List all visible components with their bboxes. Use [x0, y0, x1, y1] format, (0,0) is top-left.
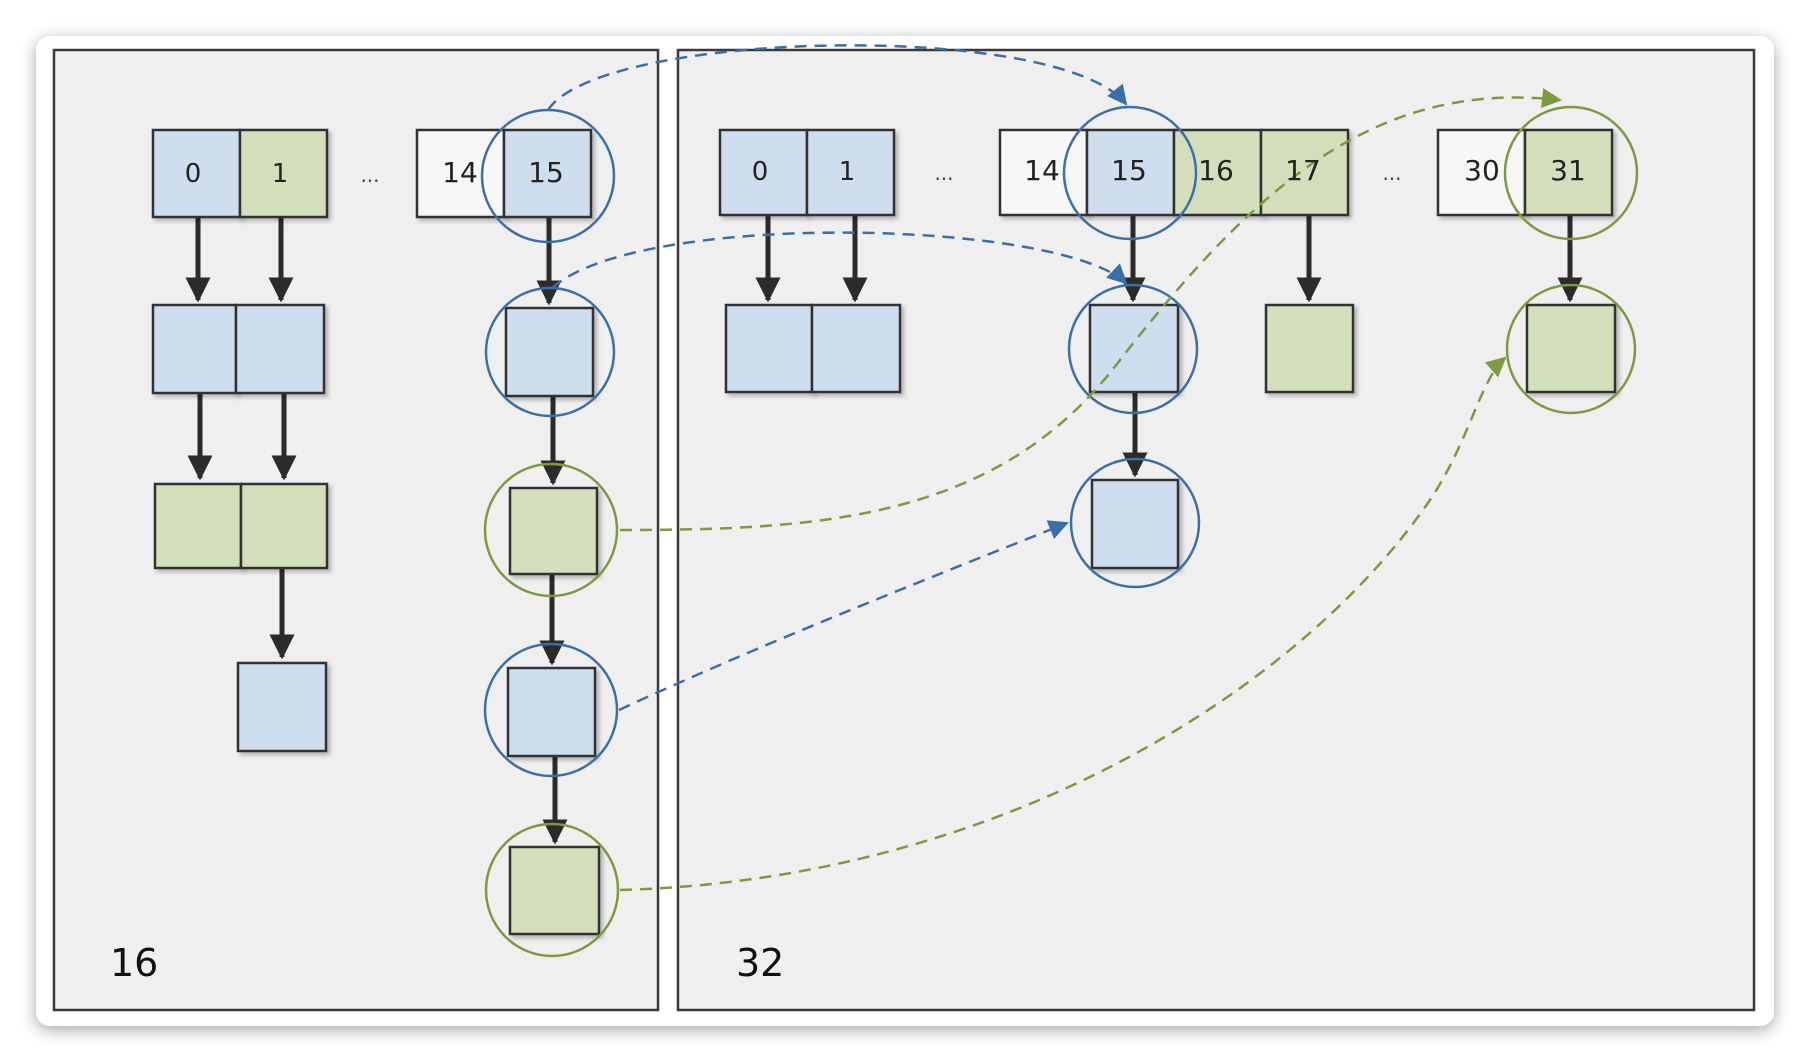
left-node-1c — [236, 661, 328, 753]
left-bucket-0-label: 0 — [185, 159, 202, 189]
right-ellipsis-1: ... — [934, 161, 953, 185]
left-node-1a — [234, 303, 326, 395]
left-ellipsis: ... — [360, 163, 379, 187]
right-circle-bucket-15 — [1062, 105, 1198, 241]
right-bucket-14 — [998, 128, 1089, 217]
move-node-15d-green — [619, 356, 1507, 892]
right-circle-node-15a — [1067, 283, 1199, 415]
left-node-15b — [508, 486, 599, 576]
right-bucket-31-label: 31 — [1550, 154, 1586, 187]
left-node-0b — [153, 482, 243, 570]
left-circle-node-15a — [484, 286, 616, 418]
right-bucket-15 — [1085, 128, 1176, 217]
right-bucket-14-label: 14 — [1024, 154, 1060, 187]
right-bucket-17 — [1259, 128, 1350, 217]
right-bucket-0-label: 0 — [752, 157, 769, 187]
left-bucket-1 — [238, 128, 329, 219]
left-node-15c — [506, 666, 597, 758]
left-node-15a — [504, 306, 595, 398]
left-circle-node-15c — [483, 642, 619, 778]
left-circle-node-15d — [484, 822, 620, 958]
right-node-1 — [810, 303, 902, 394]
left-bucket-14-label: 14 — [442, 156, 478, 189]
right-panel-label: 32 — [736, 941, 784, 985]
left-bucket-15 — [502, 128, 593, 219]
right-bucket-1-label: 1 — [839, 157, 856, 187]
right-node-15b — [1090, 478, 1180, 570]
right-bucket-1 — [805, 128, 896, 217]
right-circle-node-31 — [1505, 283, 1637, 415]
right-circle-bucket-31 — [1503, 105, 1639, 241]
right-node-15a — [1088, 303, 1180, 394]
right-bucket-0 — [718, 128, 809, 217]
left-node-1b — [239, 482, 329, 570]
right-bucket-17-label: 17 — [1285, 154, 1321, 187]
move-node-15c-blue — [618, 520, 1069, 712]
left-bucket-15-label: 15 — [528, 156, 564, 189]
right-bucket-15-label: 15 — [1111, 154, 1147, 187]
left-node-15d — [508, 845, 601, 936]
move-node-15b-green — [619, 88, 1562, 532]
right-bucket-30-label: 30 — [1464, 154, 1500, 187]
move-node-15a-blue — [551, 231, 1128, 289]
right-ellipsis-2: ... — [1382, 161, 1401, 185]
left-node-0a — [151, 303, 238, 395]
right-node-17 — [1264, 303, 1355, 394]
right-node-0 — [724, 303, 814, 394]
left-panel-label: 16 — [110, 941, 158, 985]
right-bucket-16-label: 16 — [1198, 154, 1234, 187]
right-node-31 — [1525, 303, 1617, 394]
right-circle-node-15b — [1069, 457, 1201, 589]
left-bucket-1-label: 1 — [272, 159, 289, 189]
left-circle-node-15b — [483, 462, 619, 598]
move-bucket-15-blue — [546, 44, 1128, 111]
right-bucket-31 — [1523, 128, 1614, 217]
